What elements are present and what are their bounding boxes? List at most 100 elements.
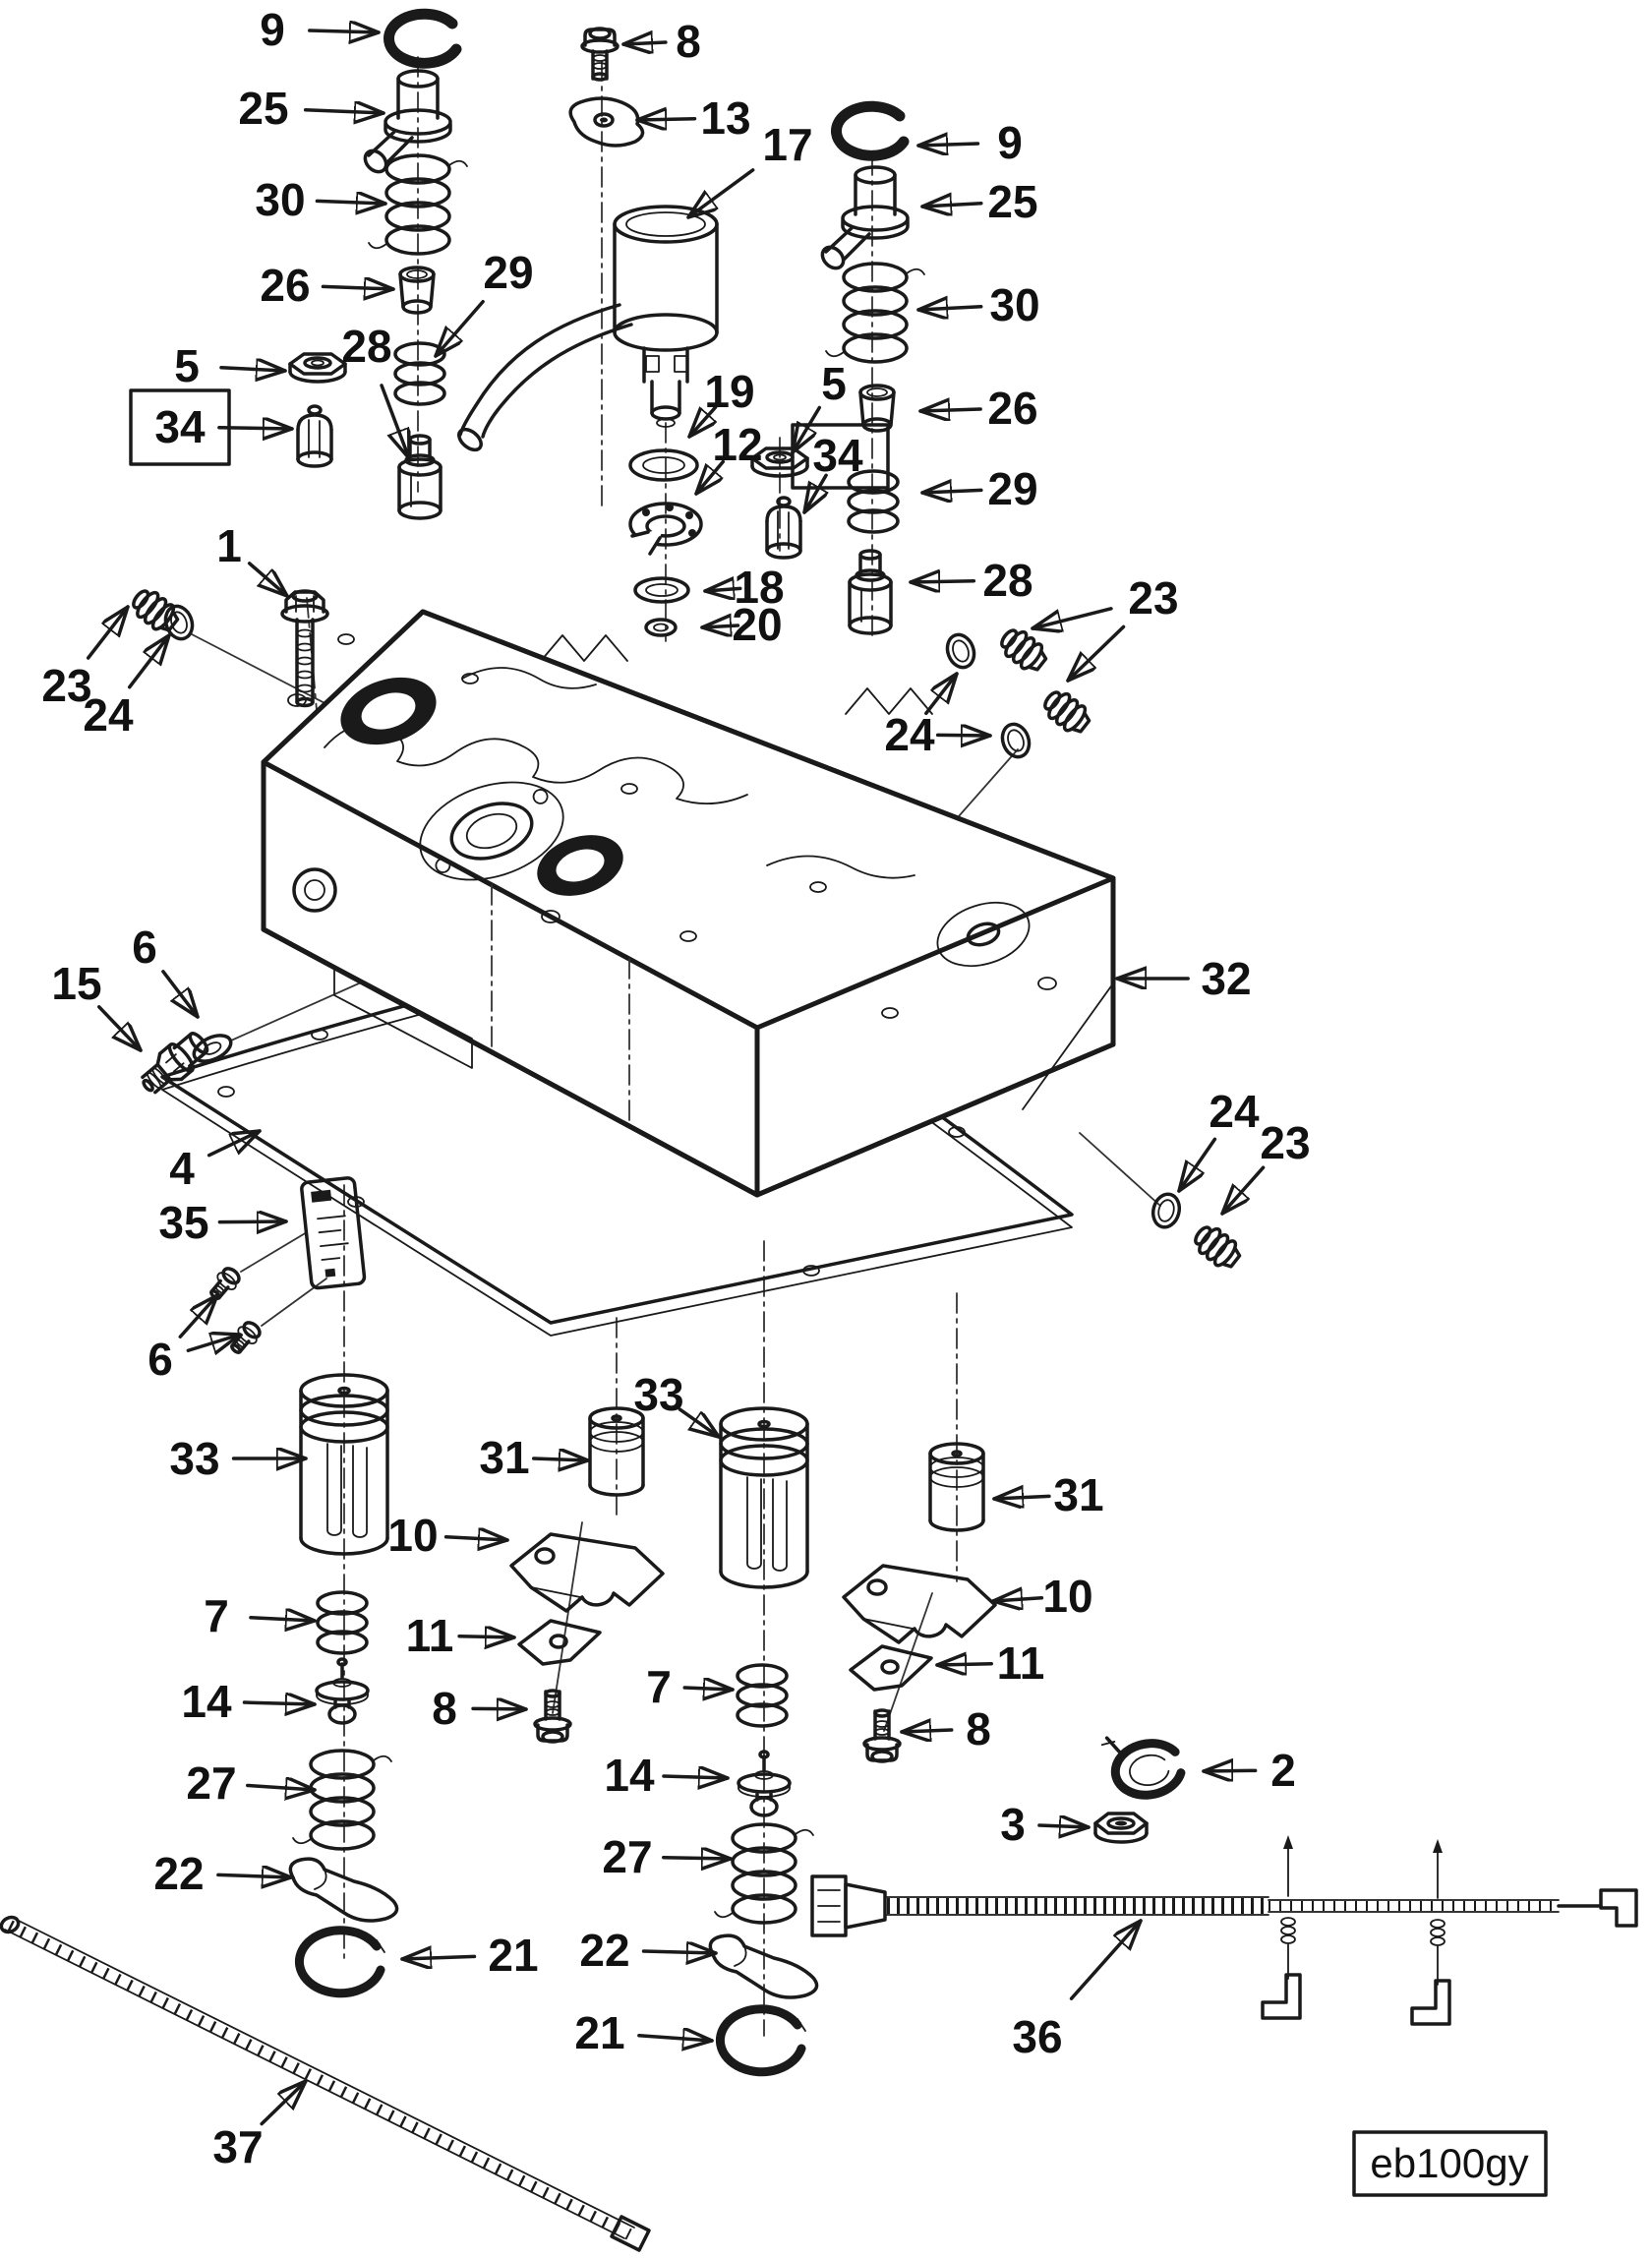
callout-label-29a: 29 <box>483 247 533 298</box>
callout-arrow <box>918 409 982 411</box>
bracket-10-left <box>509 1532 665 1613</box>
callout-arrow <box>686 168 755 219</box>
callout-13: 13 <box>635 92 751 144</box>
callout-9a: 9 <box>260 4 381 55</box>
callout-label-13: 13 <box>700 92 750 144</box>
callout-arrow <box>909 581 976 582</box>
callout-label-11b: 11 <box>997 1637 1045 1689</box>
callout-10a: 10 <box>387 1510 509 1561</box>
callout-label-25b: 25 <box>987 176 1037 227</box>
upper-parts <box>126 14 1247 1360</box>
bolt-8-top <box>580 27 620 82</box>
callout-arrow <box>247 562 289 598</box>
callout-17: 17 <box>686 119 813 219</box>
callout-24a: 24 <box>83 633 171 741</box>
callout-label-32: 32 <box>1201 953 1251 1004</box>
figure-code: eb100gy <box>1370 2140 1528 2186</box>
callout-23a: 23 <box>41 605 130 711</box>
callout-36: 36 <box>1012 1919 1143 2062</box>
callout-2: 2 <box>1202 1745 1296 1796</box>
callout-label-31a: 31 <box>479 1432 529 1483</box>
callout-arrow <box>127 633 171 689</box>
bolt-8-left <box>533 1689 572 1744</box>
rod-37 <box>0 1915 651 2252</box>
cable-36 <box>810 1835 1638 2026</box>
callout-23c: 23 <box>1220 1117 1311 1216</box>
callout-arrow <box>315 201 387 204</box>
callout-arrow <box>97 1005 143 1052</box>
plate-35 <box>299 1175 367 1290</box>
plunger-28-right <box>848 549 893 635</box>
callout-24c: 24 <box>1177 1086 1260 1193</box>
callout-6a: 6 <box>132 922 200 1019</box>
callout-22a: 22 <box>153 1848 293 1899</box>
callout-7b: 7 <box>646 1661 735 1712</box>
callout-15: 15 <box>51 958 143 1052</box>
callout-arrow <box>161 970 200 1019</box>
callout-label-21b: 21 <box>574 2007 624 2058</box>
callout-arrow <box>621 42 668 44</box>
callout-26b: 26 <box>918 383 1038 434</box>
callout-label-5b: 5 <box>821 358 847 409</box>
plug-23-right-2 <box>1037 684 1096 740</box>
callout-label-14a: 14 <box>181 1676 232 1727</box>
callout-label-7a: 7 <box>204 1590 229 1641</box>
callout-label-7b: 7 <box>646 1661 672 1712</box>
callout-arrow <box>991 1598 1044 1601</box>
plug-23-bottom-right <box>1188 1219 1247 1275</box>
cup-26-left <box>398 266 436 315</box>
ring-20 <box>644 618 678 637</box>
callout-label-6b: 6 <box>148 1334 173 1385</box>
callout-arrow <box>217 1221 288 1222</box>
callout-30b: 30 <box>916 279 1040 330</box>
callout-arrow <box>791 405 822 454</box>
callout-label-26b: 26 <box>987 383 1037 434</box>
callout-18: 18 <box>703 562 785 613</box>
callout-arrow <box>260 2079 308 2126</box>
callout-label-34b: 34 <box>812 430 863 481</box>
spring-7-left <box>316 1590 369 1655</box>
plate-11-left <box>517 1619 602 1666</box>
callout-arrow <box>246 1785 317 1790</box>
callout-arrow <box>687 405 718 439</box>
fitting-25-left <box>359 69 452 178</box>
callout-arrow <box>443 1537 509 1540</box>
callout-label-33a: 33 <box>169 1433 219 1484</box>
callout-arrow <box>1066 624 1126 683</box>
callout-arrow <box>694 459 726 496</box>
canister-17 <box>457 205 719 452</box>
housing-32 <box>261 609 1116 1198</box>
callout-label-10a: 10 <box>387 1510 438 1561</box>
callout-arrow <box>641 1951 718 1953</box>
callout-label-30b: 30 <box>989 279 1039 330</box>
callout-arrow <box>924 672 959 716</box>
callout-8c: 8 <box>900 1703 991 1754</box>
callout-arrow <box>900 1730 954 1732</box>
callout-label-20: 20 <box>732 599 782 650</box>
callout-label-14b: 14 <box>604 1750 655 1801</box>
callout-14b: 14 <box>604 1750 730 1801</box>
callout-21b: 21 <box>574 2007 714 2058</box>
callout-label-26a: 26 <box>260 260 310 311</box>
callout-label-22a: 22 <box>153 1848 204 1899</box>
callout-22b: 22 <box>579 1925 718 1976</box>
fitting-25-right <box>816 165 910 274</box>
callout-arrow <box>380 384 411 460</box>
callout-label-35: 35 <box>158 1197 208 1248</box>
callout-21a: 21 <box>400 1930 539 1981</box>
callout-arrow <box>242 1702 317 1704</box>
callout-20: 20 <box>700 599 783 650</box>
callout-arrow <box>662 1776 730 1778</box>
callout-label-25a: 25 <box>238 83 288 134</box>
piston-31-left <box>588 1406 645 1497</box>
callout-arrow <box>86 605 130 660</box>
callout-arrow <box>916 144 980 146</box>
callout-arrow <box>1069 1919 1143 2000</box>
callout-arrow <box>249 1618 317 1621</box>
callout-label-27a: 27 <box>186 1757 236 1809</box>
callout-32: 32 <box>1115 953 1252 1004</box>
callout-26a: 26 <box>260 260 395 311</box>
snap-ring-9-right <box>836 106 904 155</box>
valve-14-left <box>315 1657 370 1725</box>
